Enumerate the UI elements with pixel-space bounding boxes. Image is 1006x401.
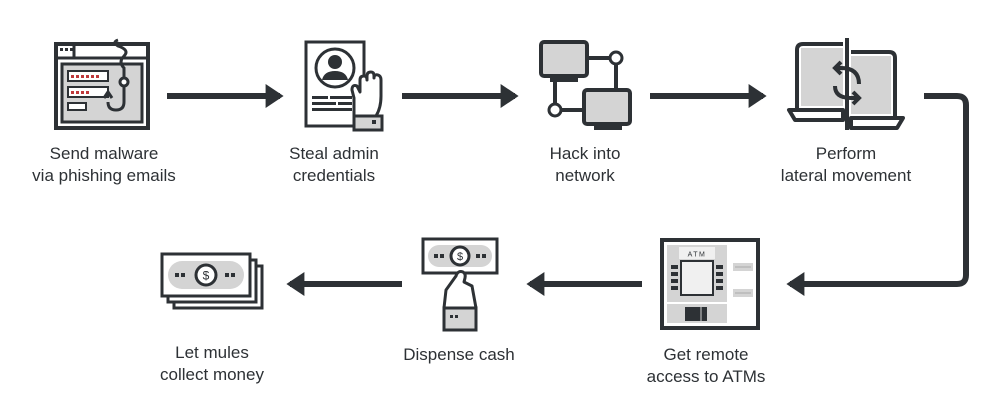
step-label-6: Dispense cash — [403, 345, 515, 364]
currency-symbol: $ — [203, 269, 210, 283]
step-label-3: Hack into network — [549, 144, 621, 185]
currency-symbol: $ — [457, 251, 463, 263]
atm-icon: ATM — [660, 238, 760, 330]
admin-credentials-icon — [304, 40, 384, 132]
step-label-1: Send malware via phishing emails — [32, 144, 176, 185]
step-label-7: Let mules collect money — [160, 343, 264, 384]
money-stack-icon: $ — [160, 252, 264, 310]
lateral-movement-icon — [787, 38, 905, 130]
step-label-5: Get remote access to ATMs — [646, 345, 766, 386]
phishing-email-icon — [54, 38, 150, 130]
network-icon — [539, 40, 632, 130]
step-label-2: Steal admin credentials — [289, 144, 379, 185]
dispense-cash-icon: $ — [421, 237, 499, 332]
arrow-4-to-5 — [786, 93, 969, 296]
step-label-4: Perform lateral movement — [780, 144, 912, 185]
atm-text: ATM — [688, 252, 707, 259]
